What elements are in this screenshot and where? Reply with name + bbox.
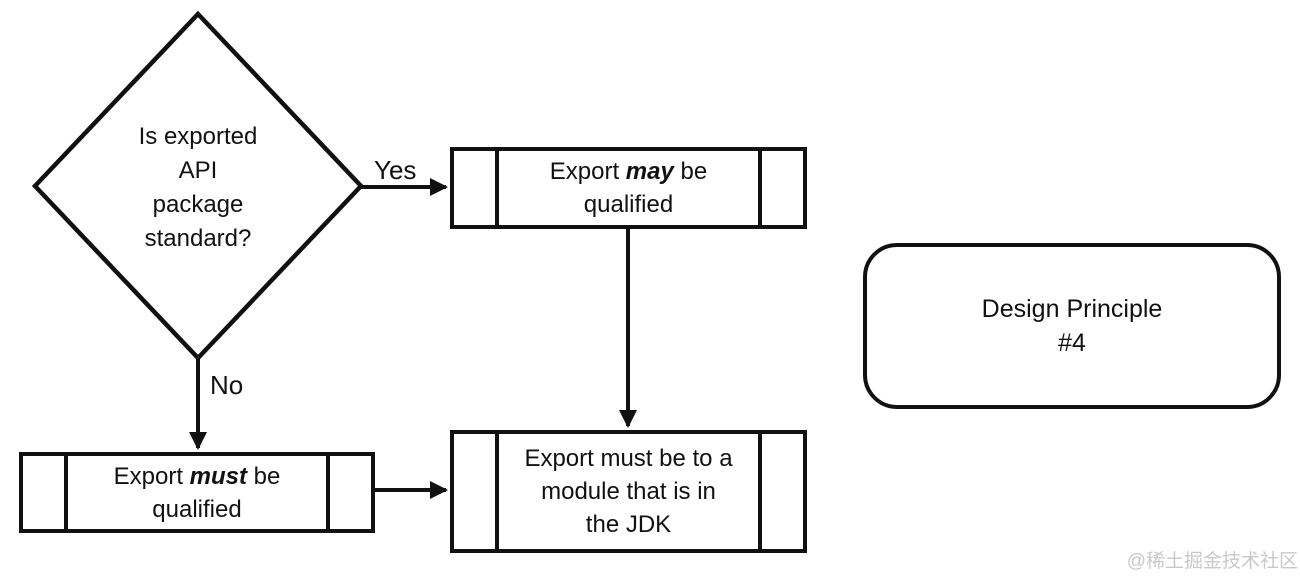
export-may-box-line2: qualified bbox=[583, 191, 674, 218]
export-may-box-left-bar bbox=[495, 151, 499, 225]
export-must-box-left-bar bbox=[64, 456, 68, 529]
no-edge-label: No bbox=[210, 370, 244, 400]
export-may-box-right-bar bbox=[758, 151, 762, 225]
export-jdk-box-left-bar bbox=[495, 434, 499, 549]
export-jdk-box-label: Export must be to a module that is in th… bbox=[524, 445, 733, 538]
design-principle-label: Design Principle #4 bbox=[981, 295, 1163, 357]
design-principle-note: Design Principle #4 bbox=[863, 243, 1281, 409]
export-jdk-box-right-bar bbox=[758, 434, 762, 549]
watermark-text: @稀土掘金技术社区 bbox=[1126, 551, 1298, 572]
export-may-box-line1: Export may be bbox=[549, 158, 708, 185]
export-must-box: Export must be qualified bbox=[19, 452, 375, 533]
export-must-box-right-bar bbox=[326, 456, 330, 529]
yes-edge-label: Yes bbox=[374, 155, 417, 185]
export-must-box-line1: Export must be bbox=[113, 462, 281, 490]
decision-diamond-label: Is exported API package standard? bbox=[138, 123, 258, 252]
export-must-box-line2: qualified bbox=[152, 495, 242, 523]
export-jdk-box: Export must be to a module that is in th… bbox=[450, 430, 807, 553]
export-may-box: Export may be qualified bbox=[450, 147, 807, 229]
